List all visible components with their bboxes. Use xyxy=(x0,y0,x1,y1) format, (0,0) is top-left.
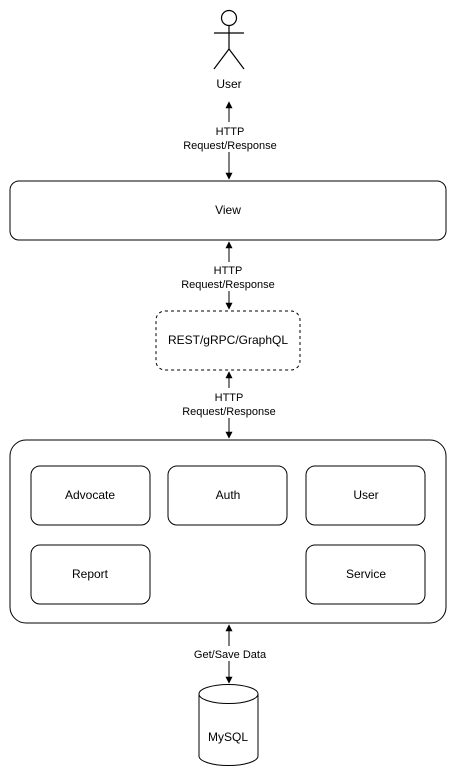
module-advocate-box xyxy=(30,465,151,526)
view-box xyxy=(9,180,447,241)
actor-head xyxy=(220,9,238,27)
database-label: MySQL xyxy=(208,730,248,744)
edge-user-view-label-2: Request/Response xyxy=(183,140,277,152)
module-service-label: Service xyxy=(346,567,386,581)
module-report-label: Report xyxy=(72,567,109,581)
edge-view-api-label-1: HTTP xyxy=(214,265,243,277)
view-label: View xyxy=(215,203,241,217)
user-actor xyxy=(213,9,245,70)
edge-api-backend-label-1: HTTP xyxy=(215,392,244,404)
api-label: REST/gRPC/GraphQL xyxy=(168,333,288,347)
module-service-box xyxy=(305,544,426,605)
edge-view-api-label-2: Request/Response xyxy=(181,279,275,291)
module-user-box xyxy=(305,465,426,526)
edge-user-view-label-1: HTTP xyxy=(216,126,245,138)
module-auth-box xyxy=(167,465,288,526)
database-cylinder xyxy=(198,684,259,766)
actor-right-leg xyxy=(228,48,245,70)
edge-backend-db-label: Get/Save Data xyxy=(194,649,267,661)
api-box xyxy=(155,310,301,371)
module-user-label: User xyxy=(353,488,378,502)
actor-left-leg xyxy=(213,48,230,70)
module-report-box xyxy=(30,544,151,605)
module-advocate-label: Advocate xyxy=(65,488,115,502)
module-auth-label: Auth xyxy=(216,488,241,502)
edge-api-backend-label-2: Request/Response xyxy=(182,406,276,418)
actor-label: User xyxy=(216,77,241,91)
